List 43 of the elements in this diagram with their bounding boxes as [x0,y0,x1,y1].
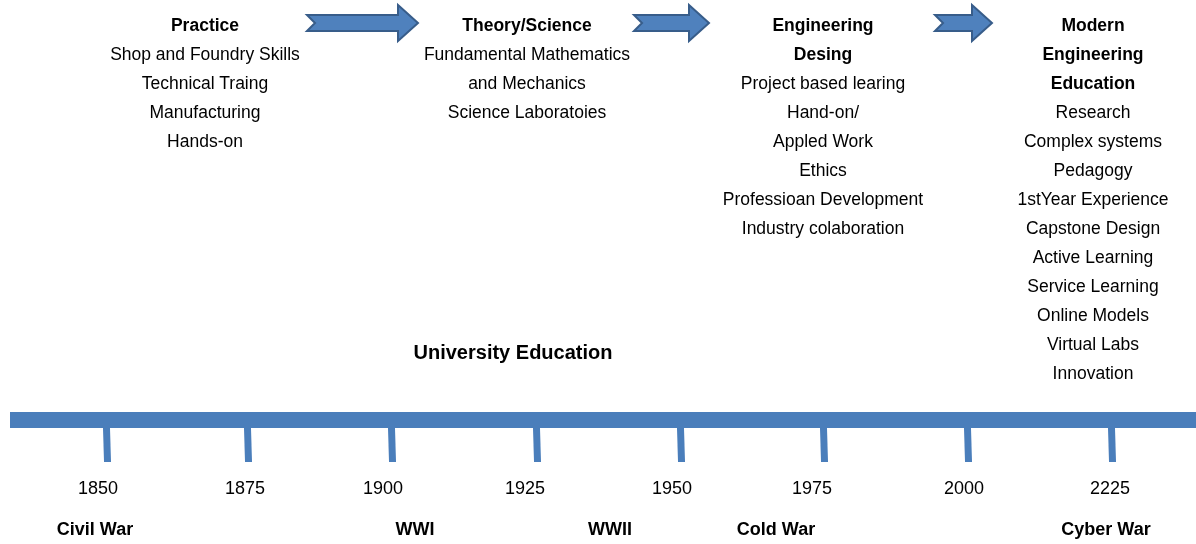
stage-item: Fundamental Mathematics and Mechanics [422,43,632,95]
stage-item: Complex systems [1023,130,1163,153]
stage-item: Innovation [1052,362,1134,385]
stage-heading: Practice [170,14,240,37]
stage-item: Active Learning [1032,246,1154,269]
stage-heading: Theory/Science [462,14,592,37]
stage-item: Research [1055,101,1131,124]
year-label: 1900 [363,478,403,499]
stage-item: Capstone Design [1025,217,1161,240]
year-label: 1875 [225,478,265,499]
stage-heading: Engineering Desing [771,14,875,66]
year-label: 1975 [792,478,832,499]
year-label: 1950 [652,478,692,499]
stage-item: Shop and Foundry Skills [110,43,300,66]
stage-item: Professioan Development [722,188,924,211]
year-label: 2225 [1090,478,1130,499]
block-arrow [631,2,711,44]
stage-item: Online Models [1037,304,1149,327]
stage-item: Ethics [799,159,847,182]
stage-item: 1stYear Experience [1017,188,1169,211]
year-label: 1850 [78,478,118,499]
stage-item: Hands-on [167,130,243,153]
stage-item: Appled Work [773,130,873,153]
year-label: 1925 [505,478,545,499]
stage-item: Technical Traing [141,72,269,95]
stage-item: Service Learning [1027,275,1159,298]
stage-item: Industry colaboration [741,217,905,240]
event-label: Cyber War [1061,519,1151,540]
stage-item: Pedagogy [1053,159,1133,182]
block-arrow [932,2,994,44]
event-label: Cold War [736,519,816,540]
event-label: WWII [588,519,632,540]
stage-item: Virtual Labs [1046,333,1140,356]
event-label: Civil War [56,519,134,540]
stage-item: Project based learing [740,72,906,95]
stage-item: Hand-on/ [787,101,859,124]
stage-item: Science Laboratoies [447,101,607,124]
block-arrow [304,2,420,44]
event-label: WWI [395,519,435,540]
stage-heading: Modern Engineering Education [1041,14,1145,95]
year-label: 2000 [944,478,984,499]
timeline-title: University Education [413,341,613,364]
stage-item: Manufacturing [149,101,261,124]
